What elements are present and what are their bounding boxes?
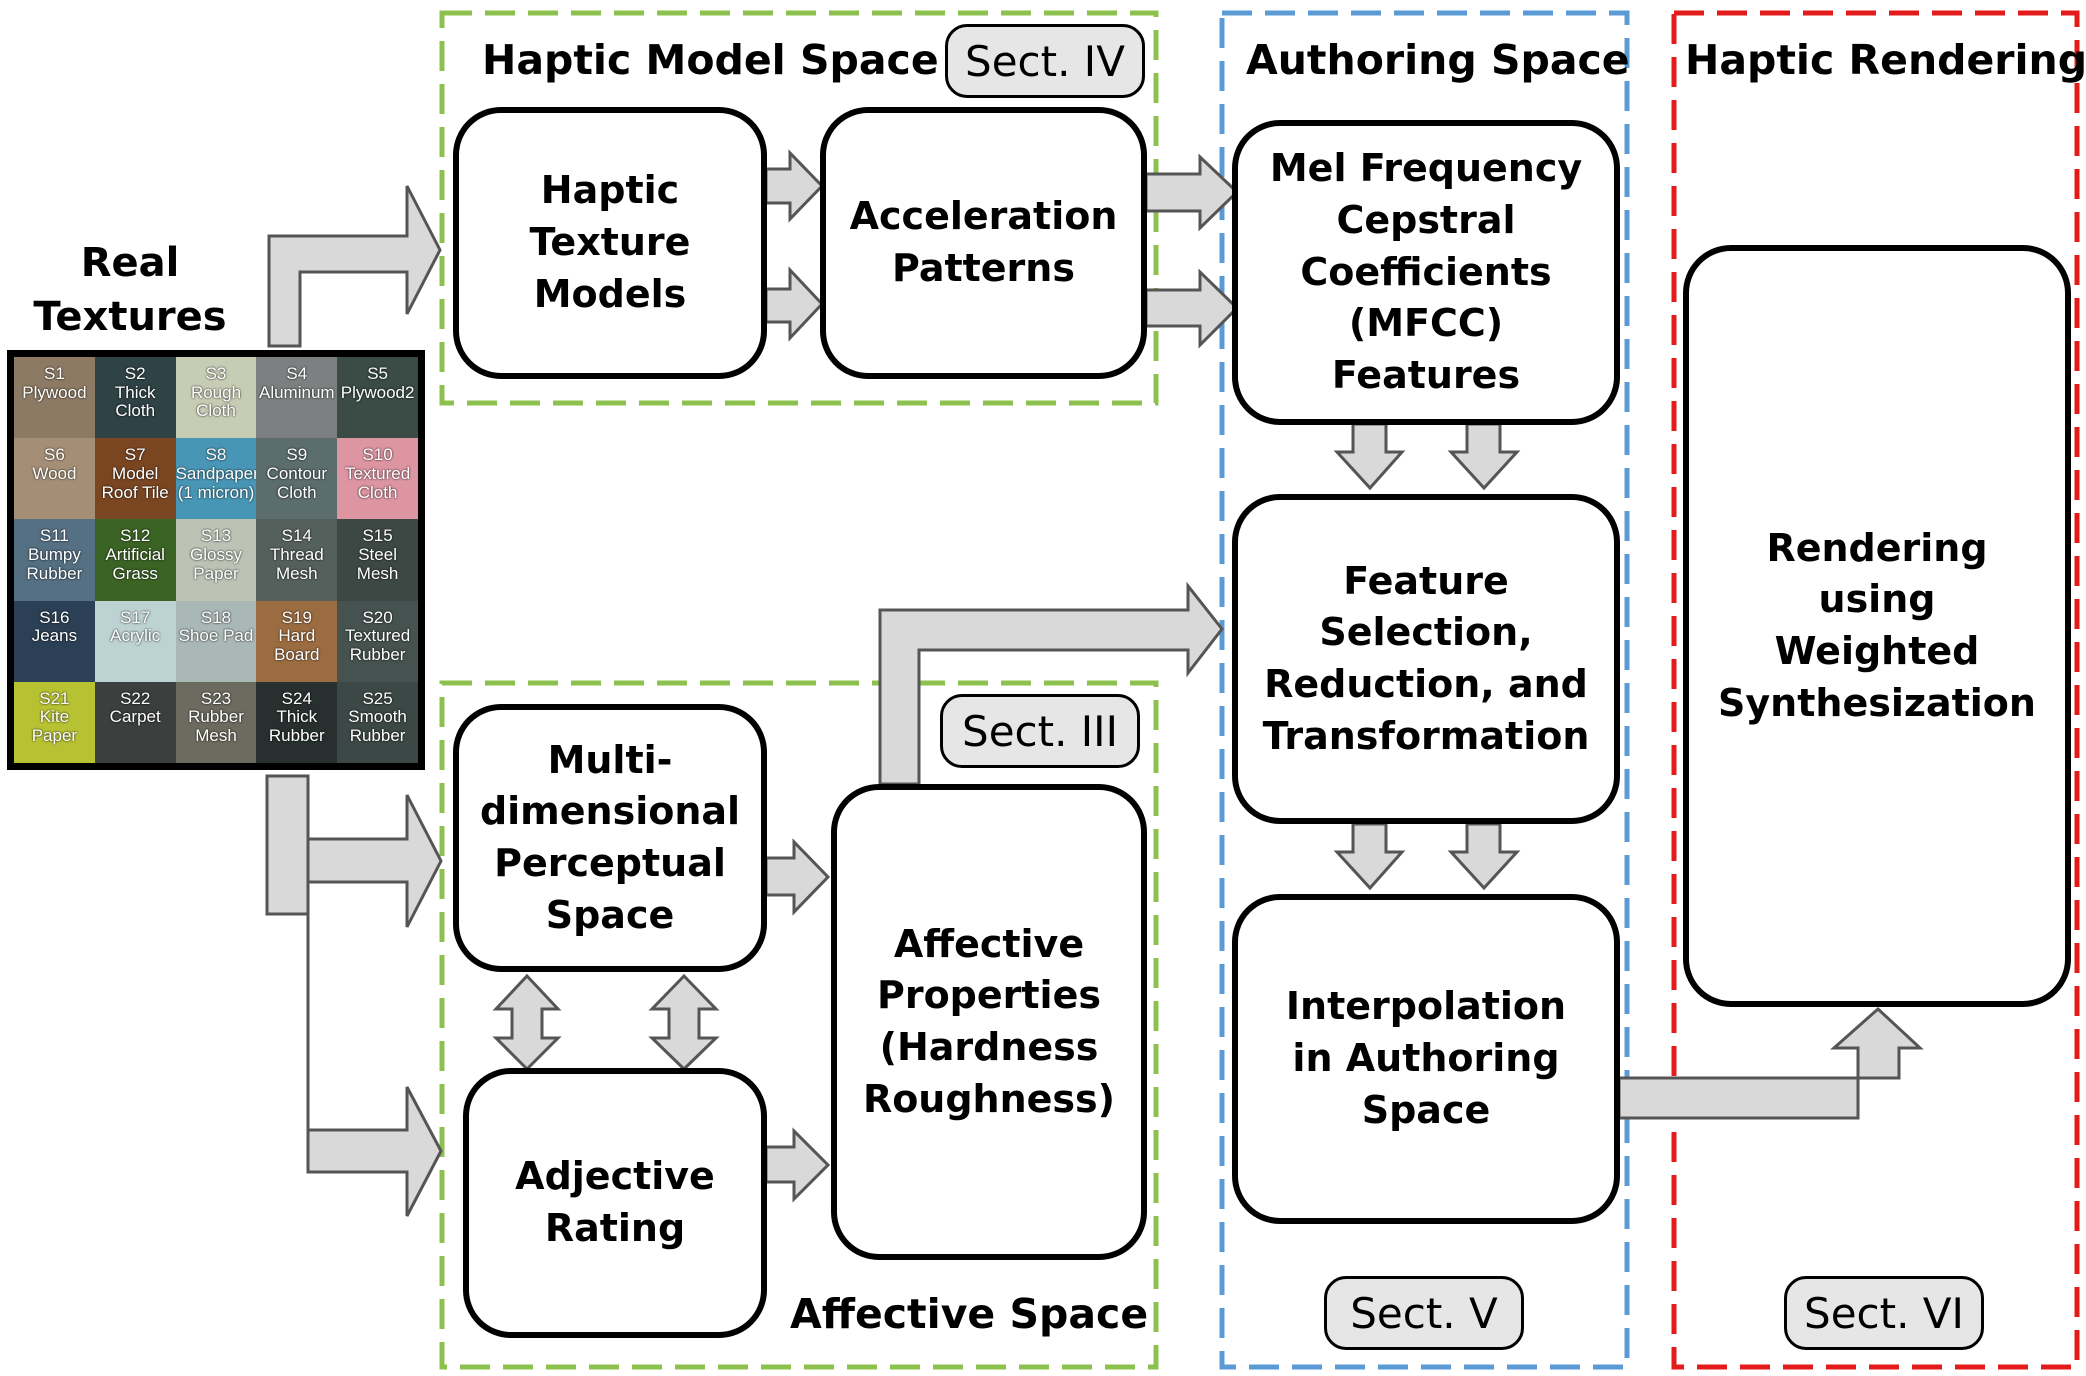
texture-cell: S17 Acrylic <box>94 600 176 682</box>
sect-vi-tag: Sect. VI <box>1784 1276 1984 1350</box>
texture-cell: S5 Plywood2 <box>337 357 418 439</box>
arrow-mfcc-to-feature-left <box>1333 422 1406 491</box>
sect-iii-tag: Sect. III <box>940 694 1140 768</box>
texture-cell: S1 Plywood <box>14 357 95 439</box>
texture-cell: S25 Smooth Rubber <box>337 681 418 763</box>
texture-cell: S23 Rubber Mesh <box>175 681 257 763</box>
texture-cell: S12 Artificial Grass <box>94 519 176 601</box>
adjective-rating-box: Adjective Rating <box>463 1068 767 1338</box>
sect-iv-tag: Sect. IV <box>945 24 1145 98</box>
arrow-acceleration-to-mfcc-top <box>1144 153 1240 232</box>
haptic-model-space-title: Haptic Model Space <box>482 36 939 84</box>
arrow-models-to-acceleration-top <box>764 149 825 223</box>
arrow-interpolation-to-rendering <box>1617 1006 1924 1120</box>
texture-cell: S6 Wood <box>14 438 95 520</box>
texture-cell: S19 Hard Board <box>256 600 338 682</box>
mfcc-box: Mel Frequency Cepstral Coefficients (MFC… <box>1232 120 1620 425</box>
arrow-acceleration-to-mfcc-bottom <box>1144 268 1240 349</box>
arrow-feature-to-interpolation-left <box>1333 822 1406 891</box>
texture-cell: S15 Steel Mesh <box>337 519 418 601</box>
perceptual-space-box: Multi- dimensional Perceptual Space <box>453 704 767 972</box>
rendering-box: Rendering using Weighted Synthesization <box>1683 245 2071 1007</box>
arrow-textures-to-haptic-models <box>267 185 442 348</box>
arrow-textures-to-affective <box>265 774 443 1217</box>
texture-cell: S4 Aluminum <box>256 357 338 439</box>
feature-selection-box: Feature Selection, Reduction, and Transf… <box>1232 494 1620 824</box>
authoring-space-border <box>1219 10 1630 1370</box>
arrow-adjective-to-affective <box>764 1127 831 1203</box>
texture-cell: S16 Jeans <box>14 600 95 682</box>
texture-cell: S8 Sandpaper (1 micron) <box>175 438 257 520</box>
double-arrow-right <box>648 973 720 1072</box>
haptic-texture-models-box: Haptic Texture Models <box>453 107 767 379</box>
affective-space-border <box>439 680 1159 1370</box>
acceleration-patterns-box: Acceleration Patterns <box>820 107 1147 379</box>
arrow-feature-to-interpolation-right <box>1447 822 1521 891</box>
texture-cell: S2 Thick Cloth <box>94 357 176 439</box>
texture-cell: S20 Textured Rubber <box>337 600 418 682</box>
texture-cell: S11 Bumpy Rubber <box>14 519 95 601</box>
affective-properties-box: Affective Properties (Hardness Roughness… <box>831 784 1147 1260</box>
texture-cell: S13 Glossy Paper <box>175 519 257 601</box>
affective-space-title: Affective Space <box>790 1290 1149 1338</box>
texture-cell: S18 Shoe Pad <box>175 600 257 682</box>
haptic-rendering-border <box>1671 10 2080 1370</box>
texture-cell: S10 Textured Cloth <box>337 438 418 520</box>
texture-cell: S3 Rough Cloth <box>175 357 257 439</box>
arrow-mfcc-to-feature-right <box>1447 422 1521 491</box>
arrow-affective-to-feature <box>878 581 1224 786</box>
interpolation-box: Interpolation in Authoring Space <box>1232 894 1620 1224</box>
arrow-models-to-acceleration-bottom <box>764 266 825 342</box>
real-textures-label: Real Textures <box>33 239 227 340</box>
sect-v-tag: Sect. V <box>1324 1276 1524 1350</box>
texture-cell: S22 Carpet <box>94 681 176 763</box>
texture-cell: S14 Thread Mesh <box>256 519 338 601</box>
texture-cell: S9 Contour Cloth <box>256 438 338 520</box>
double-arrow-left <box>492 973 562 1072</box>
haptic-rendering-title: Haptic Rendering <box>1685 36 2086 84</box>
texture-cell: S24 Thick Rubber <box>256 681 338 763</box>
authoring-space-title: Authoring Space <box>1246 36 1630 84</box>
texture-cell: S7 Model Roof Tile <box>94 438 176 520</box>
arrow-perceptual-to-affective <box>764 838 831 916</box>
texture-cell: S21 Kite Paper <box>14 681 95 763</box>
